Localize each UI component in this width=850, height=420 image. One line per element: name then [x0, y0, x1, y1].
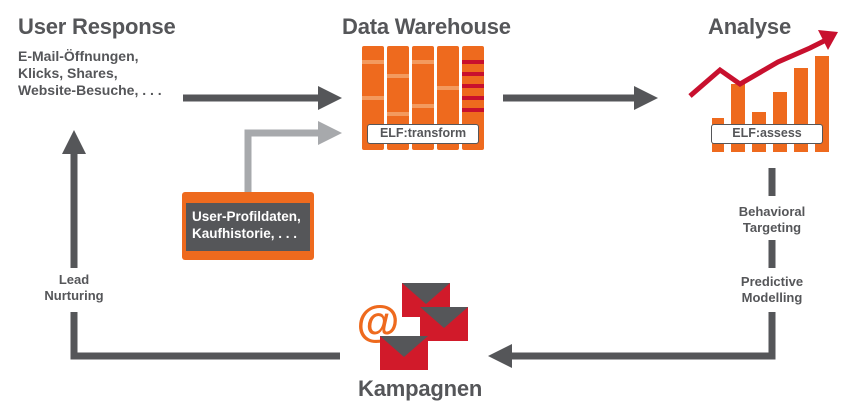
user-response-line: Klicks, Shares, — [18, 65, 118, 81]
envelope-icon — [380, 336, 428, 370]
envelope-icon — [420, 307, 468, 341]
user-response-line: E-Mail-Öffnungen, — [18, 48, 139, 64]
arrow-kampagnen-to-response — [62, 130, 340, 360]
elf-assess-tag: ELF:assess — [711, 124, 823, 144]
predictive-modelling-label: Predictive Modelling — [726, 274, 818, 306]
user-response-title: User Response — [18, 14, 176, 39]
user-profile-line: User-Profildaten, — [192, 209, 301, 224]
arrow-response-to-warehouse — [183, 86, 342, 110]
user-profile-line: Kaufhistorie, . . . — [192, 226, 298, 241]
lead-nurturing-line: Nurturing — [44, 288, 104, 303]
user-profile-box — [182, 192, 314, 260]
elf-transform-tag: ELF:transform — [367, 124, 479, 144]
predictive-modelling-line: Predictive — [740, 274, 804, 289]
arrow-profile-to-warehouse — [244, 121, 342, 192]
data-warehouse-title: Data Warehouse — [342, 14, 511, 39]
behavioral-targeting-line: Targeting — [742, 220, 802, 235]
behavioral-targeting-line: Behavioral — [738, 204, 806, 219]
predictive-modelling-line: Modelling — [741, 290, 803, 305]
user-response-details: E-Mail-Öffnungen, Klicks, Shares, Websit… — [18, 48, 162, 99]
behavioral-targeting-label: Behavioral Targeting — [726, 204, 818, 236]
lead-nurturing-label: Lead Nurturing — [40, 272, 108, 304]
user-response-line: Website-Besuche, . . . — [18, 82, 162, 98]
user-profile-text: User-Profildaten, Kaufhistorie, . . . — [192, 208, 301, 242]
lead-nurturing-line: Lead — [58, 272, 90, 287]
arrow-warehouse-to-analyse — [503, 86, 658, 110]
arrow-analyse-to-kampagnen — [488, 168, 776, 368]
analyse-title: Analyse — [708, 14, 791, 39]
kampagnen-title: Kampagnen — [358, 376, 483, 401]
